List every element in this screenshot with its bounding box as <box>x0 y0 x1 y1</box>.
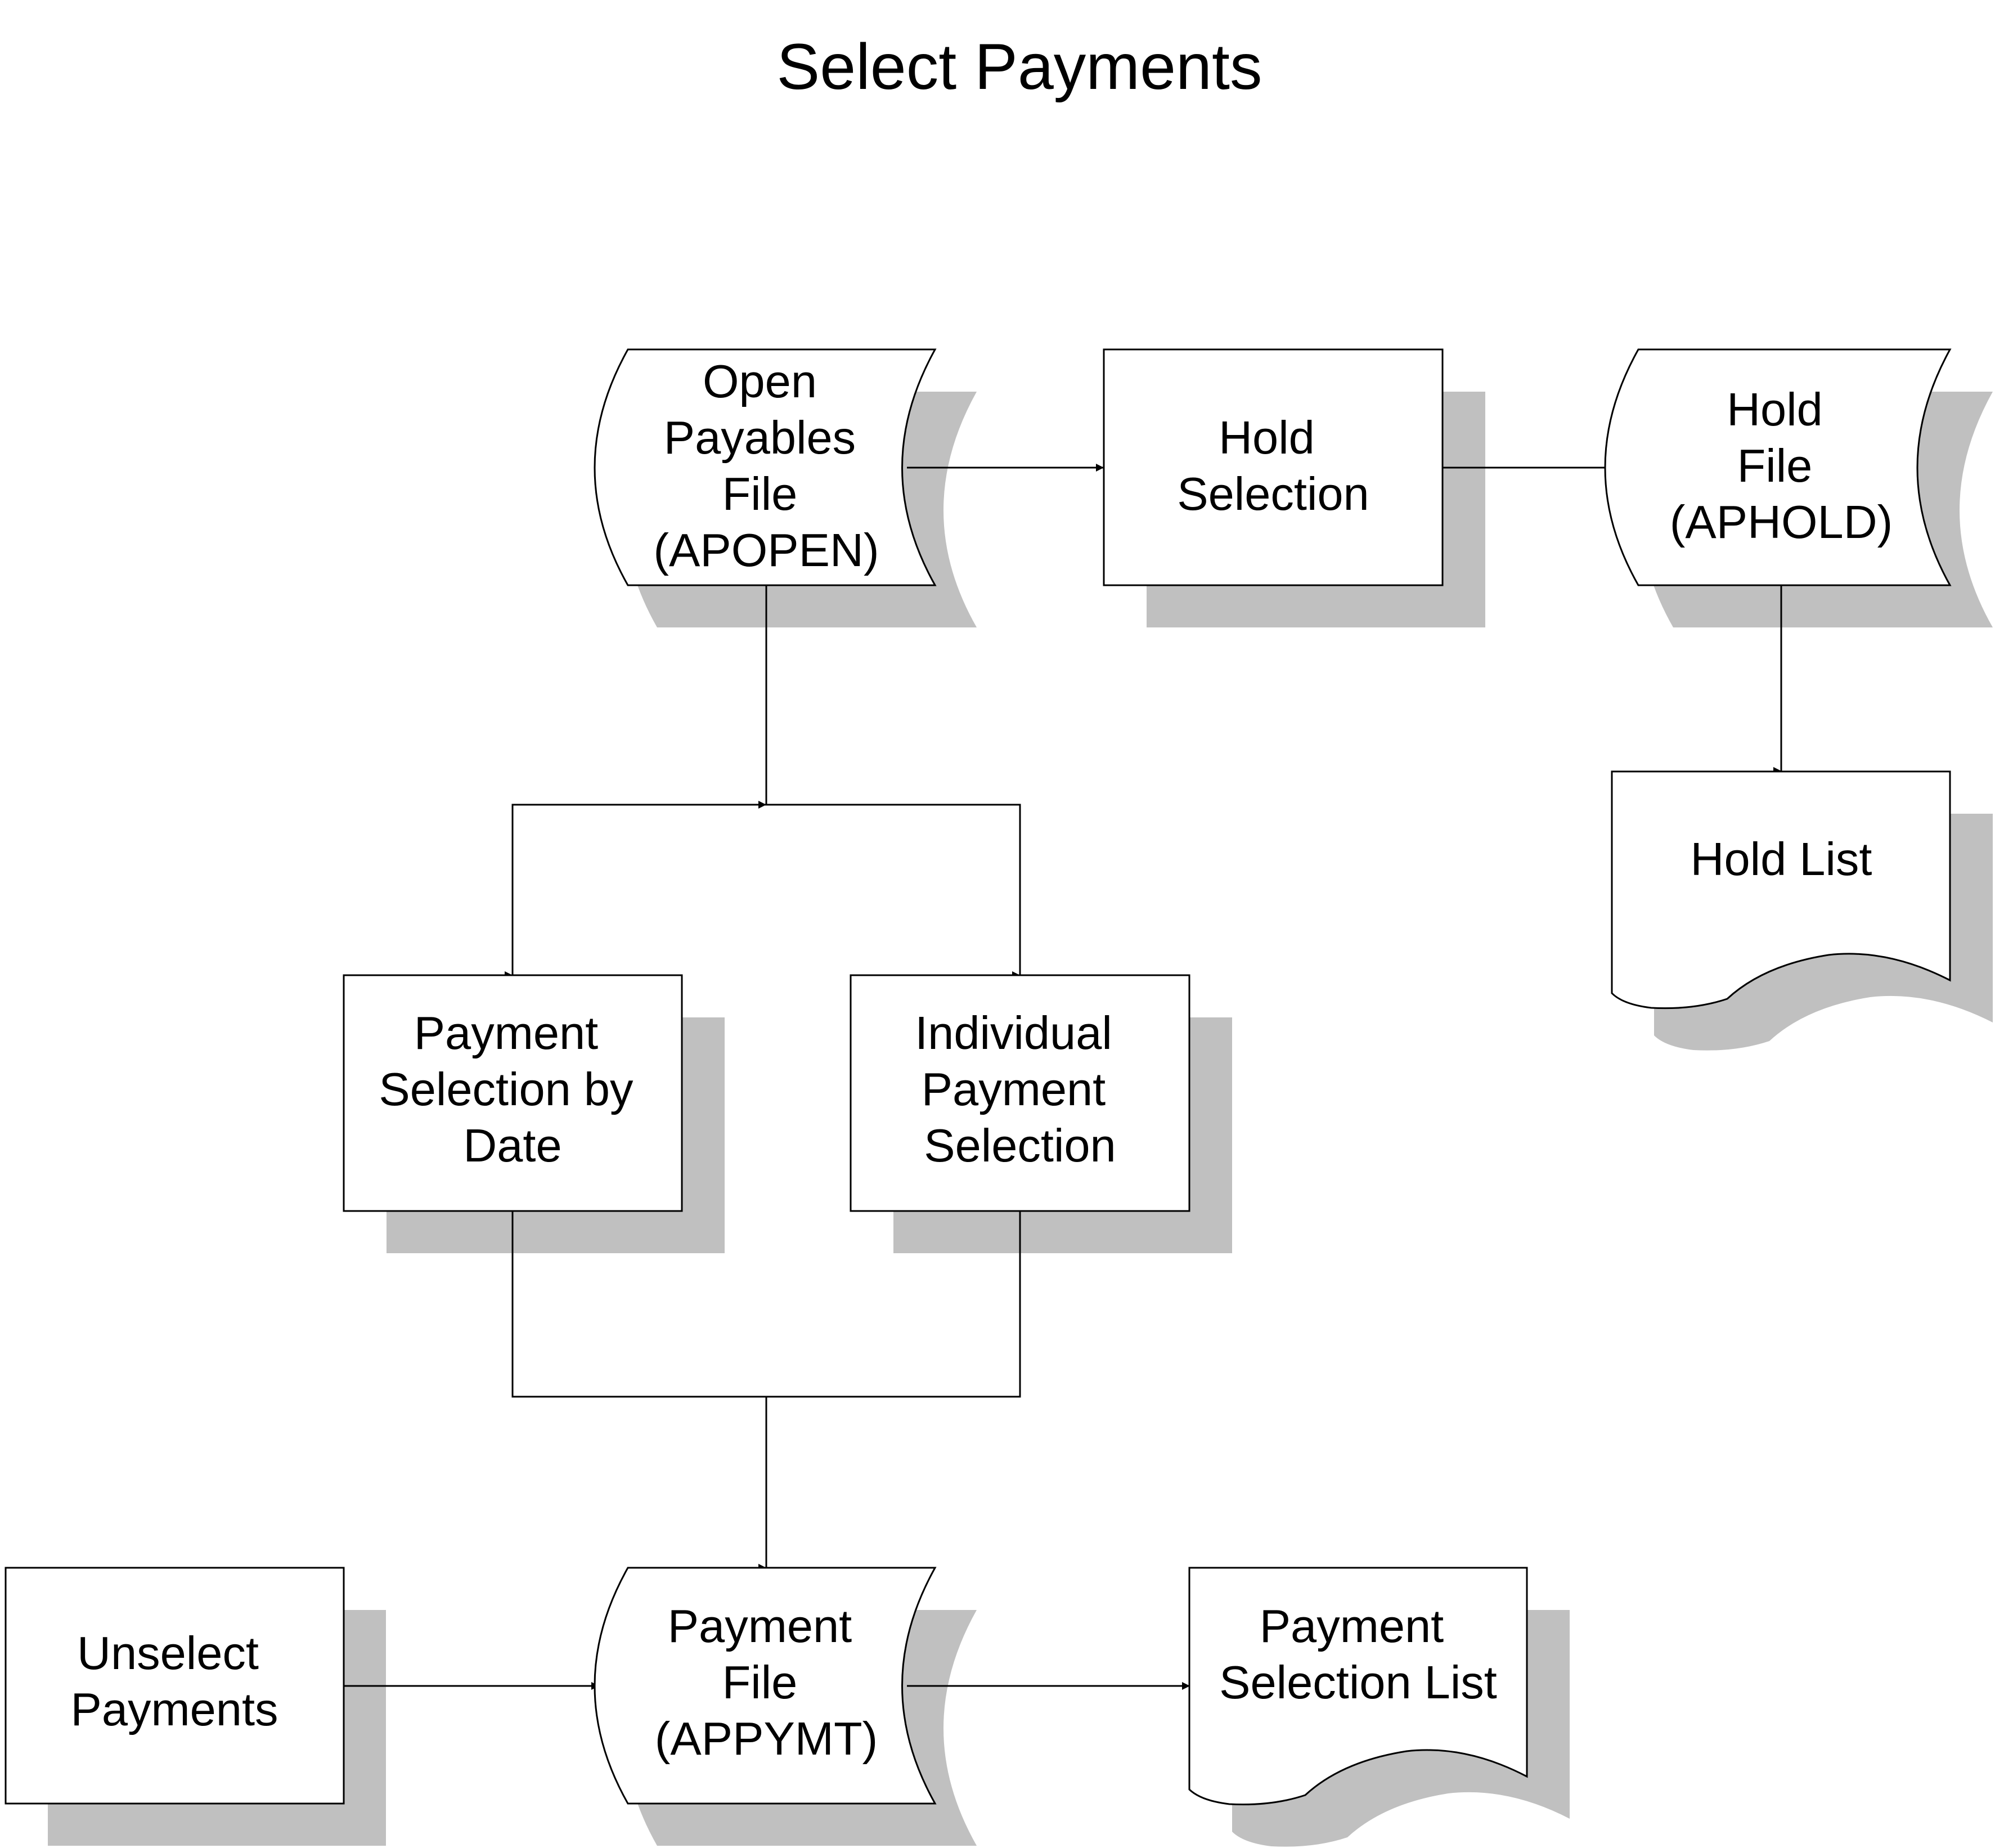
process-shape <box>343 974 683 1212</box>
node-open-payables-file[interactable]: Open Payables File (APOPEN) <box>594 348 937 586</box>
label-line: Selection <box>1177 468 1369 520</box>
label-line: Payment <box>414 1007 599 1059</box>
label-line: File <box>1737 439 1813 492</box>
node-label: Payment Selection List <box>1219 1600 1497 1708</box>
node-label: Hold File (APHOLD) <box>1670 383 1893 548</box>
label-line: Payment <box>668 1600 852 1652</box>
label-line: Payments <box>70 1683 278 1735</box>
label-line: Hold <box>1727 383 1823 436</box>
node-label: Unselect Payments <box>70 1627 278 1735</box>
edge-split-bar <box>511 804 1021 975</box>
label-line: (APHOLD) <box>1670 496 1893 548</box>
label-line: (APPYMT) <box>655 1712 878 1765</box>
label-line: Unselect <box>77 1627 259 1679</box>
label-line: Open <box>703 355 817 407</box>
node-hold-file[interactable]: Hold File (APHOLD) <box>1604 348 1952 586</box>
label-line: Selection by <box>379 1063 633 1115</box>
process-shape <box>850 974 1190 1212</box>
node-hold-list[interactable]: Hold List <box>1611 770 1951 1010</box>
process-shape <box>5 1567 345 1805</box>
node-label: Hold List <box>1691 833 1872 885</box>
label-line: File <box>722 468 798 520</box>
connectors <box>344 464 1782 1690</box>
label-line: Date <box>463 1119 561 1172</box>
label-line: Individual <box>915 1007 1112 1059</box>
node-label: Individual Payment Selection <box>915 1007 1125 1172</box>
label-line: Selection List <box>1219 1656 1497 1708</box>
label-line: Payment <box>922 1063 1106 1115</box>
node-label: Payment File (APPYMT) <box>655 1600 878 1765</box>
document-shape <box>1188 1567 1528 1806</box>
node-label: Open Payables File (APOPEN) <box>653 355 879 576</box>
node-payment-file[interactable]: Payment File (APPYMT) <box>594 1567 937 1805</box>
node-label: Payment Selection by Date <box>379 1007 646 1172</box>
label-line: File <box>722 1656 798 1708</box>
node-payment-selection-by-date[interactable]: Payment Selection by Date <box>343 974 683 1212</box>
document-shape <box>1611 770 1951 1010</box>
node-label: Hold Selection <box>1177 411 1369 520</box>
label-line: Payment <box>1260 1600 1444 1652</box>
node-hold-selection[interactable]: Hold Selection <box>1103 348 1444 586</box>
stored-data-shape <box>1604 348 1952 586</box>
stored-data-shape <box>594 1567 937 1805</box>
node-individual-payment-selection[interactable]: Individual Payment Selection <box>850 974 1190 1212</box>
label-line: Hold List <box>1691 833 1872 885</box>
label-line: (APOPEN) <box>653 524 879 576</box>
label-line: Hold <box>1219 411 1315 464</box>
label-line: Payables <box>664 411 856 464</box>
label-line: Selection <box>924 1119 1116 1172</box>
process-shape <box>1103 348 1444 586</box>
diagram-title: Select Payments <box>777 31 1262 103</box>
node-payment-selection-list[interactable]: Payment Selection List <box>1188 1567 1528 1806</box>
stored-data-shape <box>594 348 937 586</box>
node-unselect-payments[interactable]: Unselect Payments <box>5 1567 345 1805</box>
